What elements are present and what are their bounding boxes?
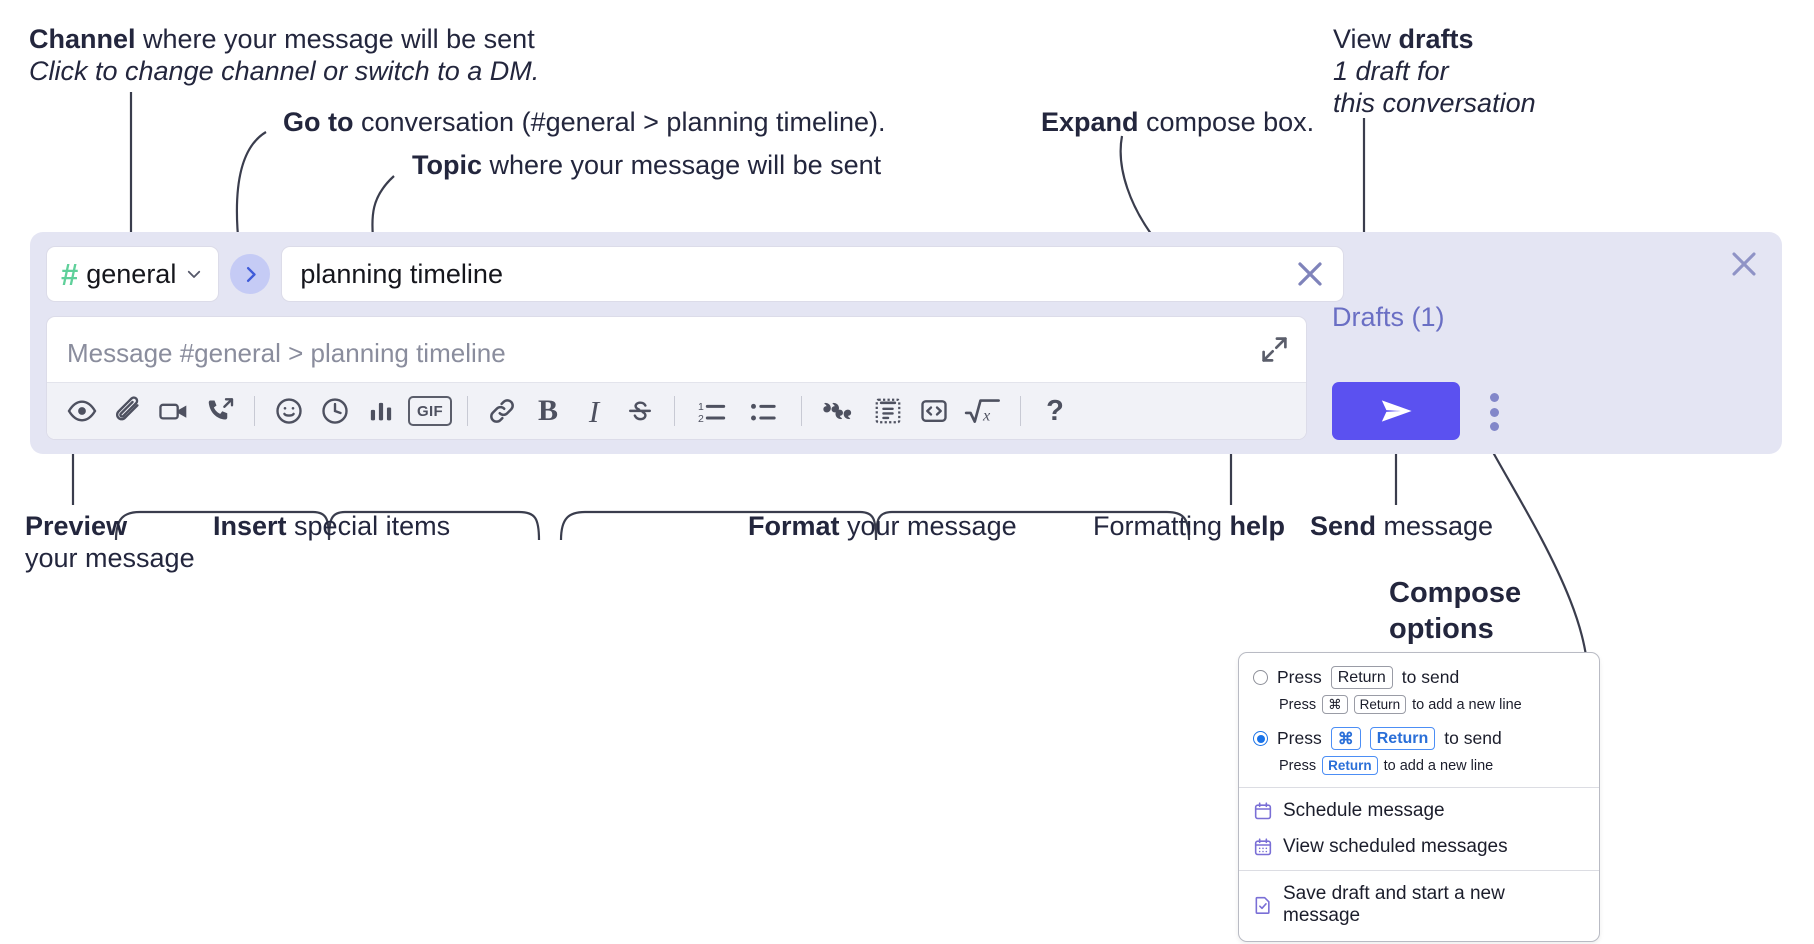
divider-5	[1020, 396, 1021, 426]
anno-drafts: View drafts 1 draft for this conversatio…	[1333, 24, 1536, 118]
poll-bars-icon[interactable]	[358, 388, 404, 434]
anno-preview: Preview your message	[25, 511, 195, 573]
key-return-sub-2: Return	[1322, 756, 1378, 775]
option2-subtext: Press Return to add a new line	[1239, 754, 1599, 777]
divider-2	[467, 396, 468, 426]
anno-topic: Topic where your message will be sent	[412, 150, 882, 180]
send-paper-plane-icon	[1381, 400, 1412, 422]
divider-1	[254, 396, 255, 426]
menu-item-save-draft[interactable]: Save draft and start a new message	[1239, 876, 1599, 934]
menu-item-label: View scheduled messages	[1283, 836, 1508, 857]
topic-value: planning timeline	[300, 258, 503, 289]
bold-icon[interactable]: B	[525, 388, 571, 434]
anno-formatting-help: Formatting help	[1093, 511, 1286, 541]
link-icon[interactable]	[479, 388, 525, 434]
topic-input-field[interactable]: planning timeline	[281, 246, 1345, 302]
key-return-2: Return	[1369, 727, 1436, 750]
close-icon[interactable]	[1295, 259, 1325, 289]
bullet-list-icon[interactable]	[738, 388, 790, 434]
chevron-right-icon	[246, 266, 256, 282]
question-mark: ?	[1046, 394, 1064, 427]
clock-icon[interactable]	[312, 388, 358, 434]
option2-sub-pre: Press	[1279, 757, 1317, 774]
kebab-dot-3	[1489, 422, 1499, 431]
kebab-dot-1	[1489, 393, 1499, 402]
key-command: ⌘	[1322, 695, 1348, 714]
option2-sub-post: to add a new line	[1383, 757, 1494, 774]
gif-label: GIF	[408, 396, 452, 426]
kebab-dot-2	[1489, 407, 1499, 417]
key-command-2: ⌘	[1330, 727, 1361, 750]
menu-divider-1	[1239, 787, 1599, 788]
menu-item-view-scheduled[interactable]: View scheduled messages	[1239, 829, 1599, 865]
key-return-sub: Return	[1353, 695, 1407, 714]
drafts-link[interactable]: Drafts (1)	[1332, 302, 1445, 332]
menu-item-schedule-message[interactable]: Schedule message	[1239, 793, 1599, 829]
file-check-icon	[1255, 896, 1270, 914]
blockquote-icon[interactable]	[813, 388, 865, 434]
message-placeholder: Message #general > planning timeline	[67, 338, 506, 368]
channel-selector-button[interactable]: # general	[46, 246, 220, 302]
channel-name-label: general	[86, 258, 177, 289]
chevron-down-icon	[188, 270, 201, 278]
radio-cmd-return-to-send[interactable]	[1253, 731, 1268, 746]
option1-sub-post: to add a new line	[1412, 696, 1522, 713]
schedule-group: Schedule message View scheduled messages	[1239, 788, 1599, 870]
option1-pre: Press	[1277, 667, 1322, 687]
strikethrough-icon[interactable]	[617, 388, 663, 434]
preview-eye-icon[interactable]	[59, 388, 105, 434]
phone-call-icon[interactable]	[197, 388, 243, 434]
option1-sub-pre: Press	[1279, 696, 1317, 713]
message-input-box[interactable]: Message #general > planning timeline	[46, 316, 1307, 440]
video-camera-icon[interactable]	[151, 388, 197, 434]
math-icon[interactable]: x	[957, 388, 1009, 434]
option1-subtext: Press ⌘ Return to add a new line	[1239, 693, 1599, 716]
hash-icon: #	[61, 256, 78, 292]
compose-options-menu-button[interactable]	[1479, 390, 1509, 434]
composer-header-row: # general planning timeline	[46, 246, 1345, 302]
option2-pre: Press	[1277, 728, 1322, 748]
option2-post: to send	[1444, 728, 1502, 748]
option-cmd-return-to-send[interactable]: Press ⌘ Return to send	[1239, 725, 1599, 752]
goto-conversation-button[interactable]	[230, 254, 271, 294]
menu-item-label: Schedule message	[1283, 800, 1445, 821]
option-return-to-send[interactable]: Press Return to send	[1239, 664, 1599, 691]
anno-channel: Channel where your message will be sent …	[29, 24, 540, 86]
gif-icon[interactable]: GIF	[404, 388, 456, 434]
calendar-icon	[1254, 802, 1272, 820]
menu-item-label: Save draft and start a new message	[1283, 883, 1505, 926]
menu-divider-2	[1239, 870, 1599, 871]
message-composer: # general planning timeline Message #gen…	[30, 232, 1782, 454]
send-button[interactable]	[1332, 382, 1460, 440]
svg-text:x: x	[982, 406, 991, 424]
send-shortcut-options: Press Return to send Press ⌘ Return to a…	[1239, 653, 1599, 787]
draft-group: Save draft and start a new message	[1239, 871, 1599, 941]
emoji-icon[interactable]	[266, 388, 312, 434]
divider-3	[674, 396, 675, 426]
radio-return-to-send[interactable]	[1253, 670, 1268, 685]
close-composer-icon[interactable]	[1728, 248, 1760, 280]
expand-icon[interactable]	[1260, 335, 1289, 364]
attach-paperclip-icon[interactable]	[105, 388, 151, 434]
calendar-grid-icon	[1254, 838, 1272, 856]
code-block-icon[interactable]	[865, 388, 911, 434]
anno-format: Format your message	[748, 511, 1017, 541]
anno-expand: Expand compose box.	[1041, 107, 1315, 137]
bold-letter: B	[537, 394, 558, 427]
formatting-help-icon[interactable]: ?	[1032, 388, 1078, 434]
svg-text:2: 2	[698, 413, 704, 425]
svg-text:1: 1	[698, 401, 704, 413]
inline-code-icon[interactable]	[911, 388, 957, 434]
anno-insert: Insert special items	[213, 511, 451, 541]
anno-send: Send message	[1310, 511, 1494, 541]
key-return: Return	[1330, 666, 1393, 689]
italic-letter: I	[588, 393, 600, 429]
anno-goto: Go to conversation (#general > planning …	[283, 107, 886, 137]
divider-4	[801, 396, 802, 426]
option1-post: to send	[1401, 667, 1460, 687]
italic-icon[interactable]: I	[571, 388, 617, 434]
compose-options-popup: Press Return to send Press ⌘ Return to a…	[1238, 652, 1600, 942]
